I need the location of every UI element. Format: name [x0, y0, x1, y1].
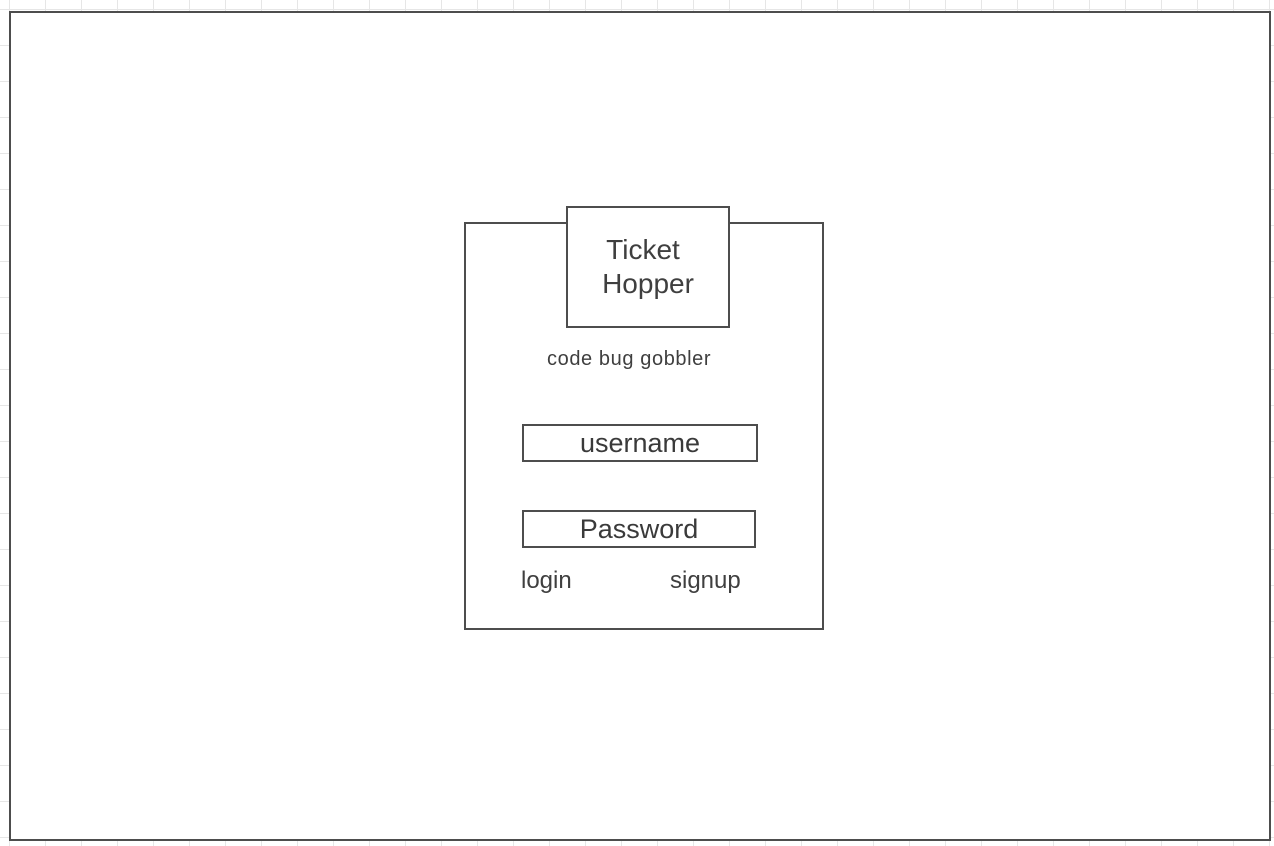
app-title-line1: Ticket: [606, 234, 680, 265]
password-field[interactable]: [522, 510, 756, 548]
app-tagline: code bug gobbler: [547, 348, 712, 370]
app-logo: Ticket Hopper: [566, 206, 730, 328]
signup-link[interactable]: signup: [670, 567, 741, 594]
login-button[interactable]: login: [521, 567, 572, 594]
username-field[interactable]: [522, 424, 758, 462]
app-title-line2: Hopper: [602, 268, 694, 299]
